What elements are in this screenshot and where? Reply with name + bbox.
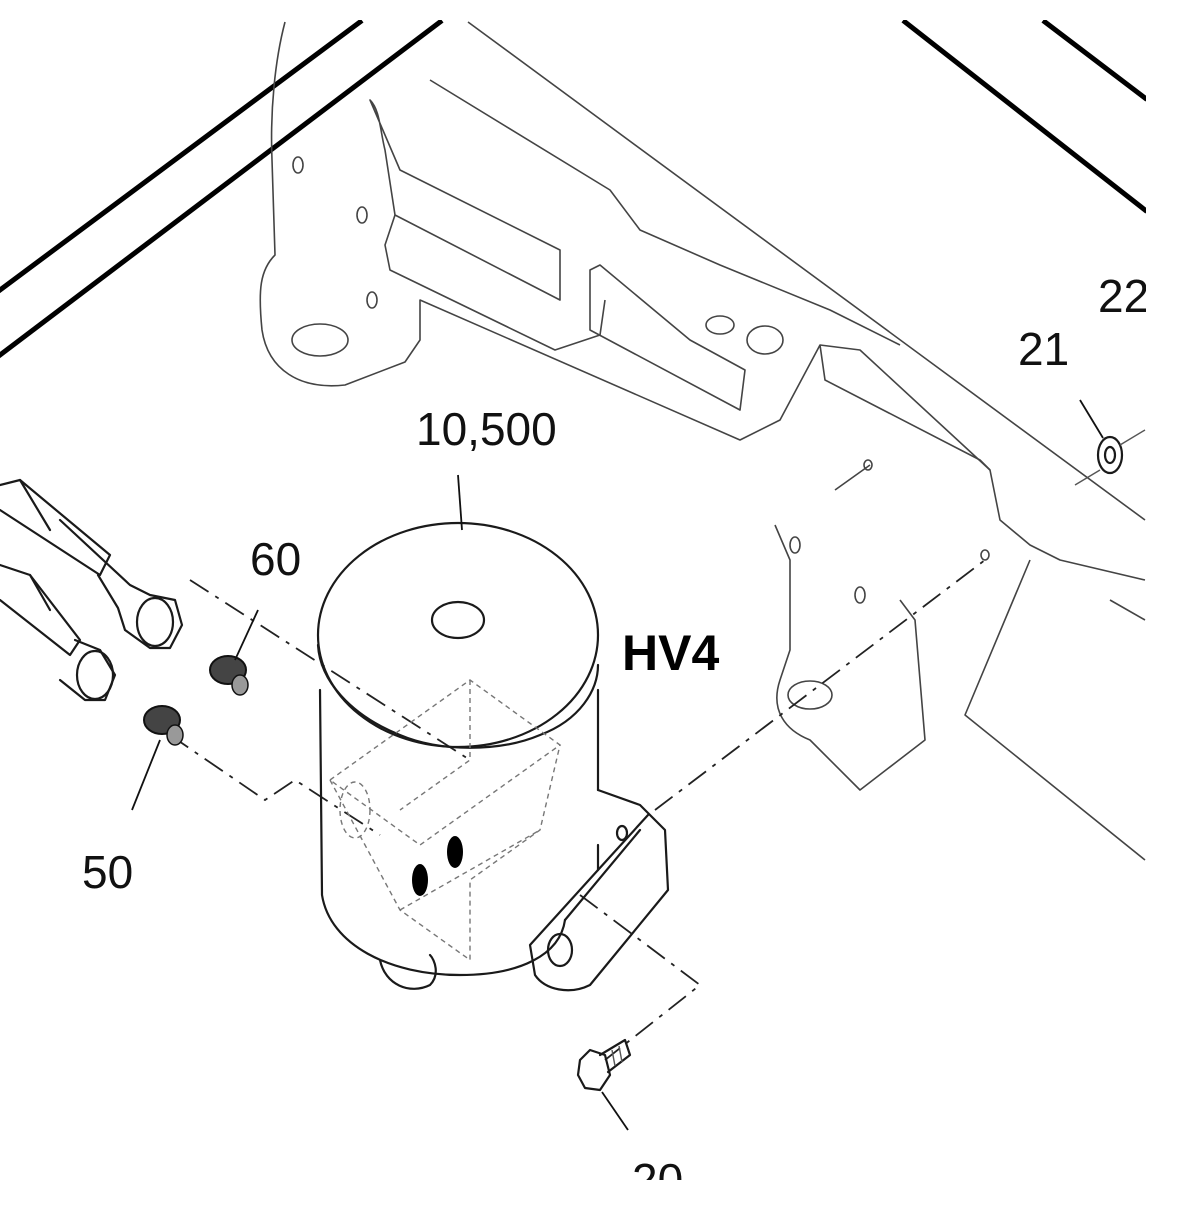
callout-22: 22 [1098, 270, 1149, 322]
tank-bracket [528, 788, 670, 992]
bottom-crop [0, 1180, 1200, 1225]
reservoir-tank [316, 521, 600, 990]
callout-60: 60 [250, 533, 301, 585]
mounting-plate [259, 21, 1146, 861]
leader-lines [131, 399, 1104, 1131]
top-crop [0, 0, 1200, 20]
bolt-20 [576, 1038, 632, 1092]
fitting-60 [209, 655, 249, 696]
frame-rails [0, 18, 1149, 359]
hose-lower [0, 563, 117, 702]
washer-21 [1074, 429, 1146, 486]
callout-21: 21 [1018, 323, 1069, 375]
fitting-50 [143, 705, 184, 746]
hv4-tag: HV4 [622, 625, 719, 681]
callout-tank: 10,500 [416, 403, 557, 455]
hose-upper [0, 478, 184, 650]
callout-50: 50 [82, 846, 133, 898]
center-lines [169, 559, 986, 1061]
right-crop [1146, 0, 1200, 1225]
